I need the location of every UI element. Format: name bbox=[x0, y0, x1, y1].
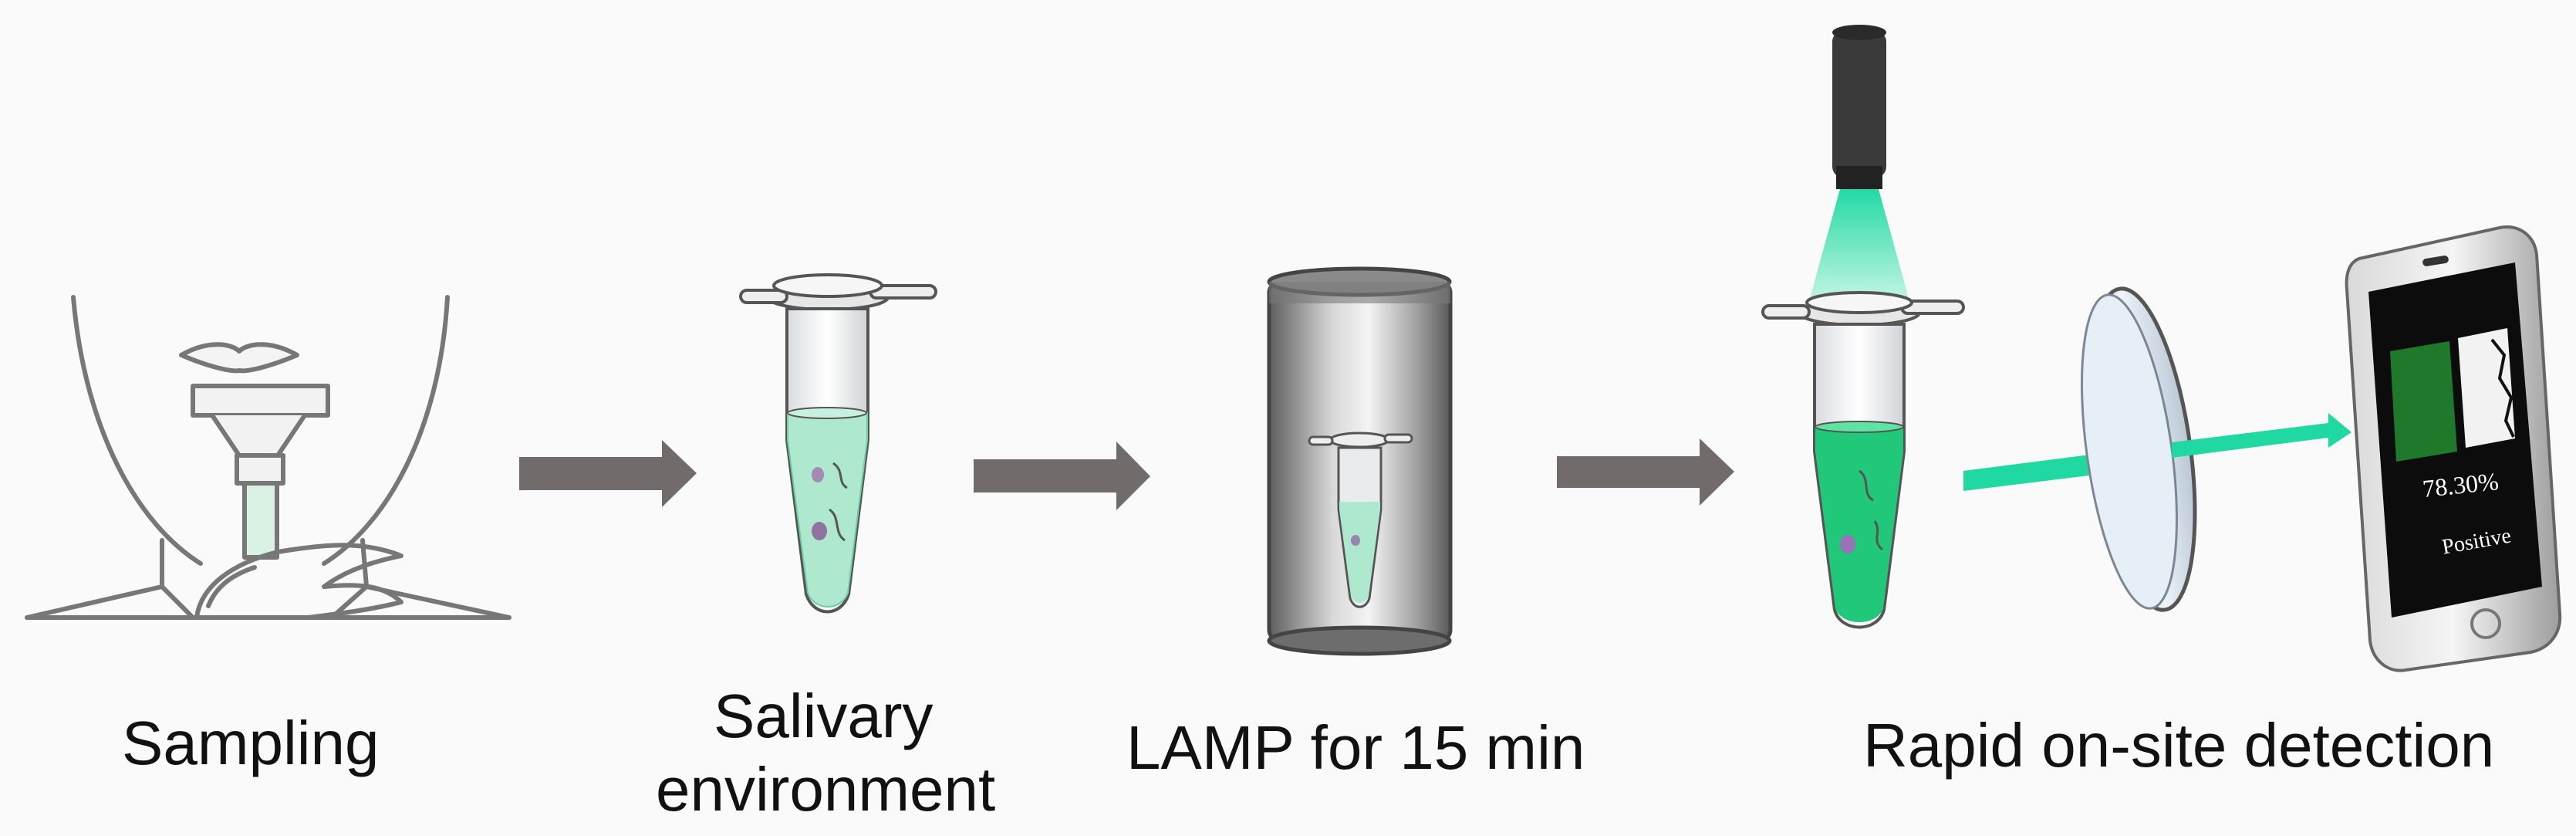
flow-arrow-2 bbox=[974, 442, 1150, 510]
flashlight-icon bbox=[1809, 25, 1909, 301]
label-detection: Rapid on-site detection bbox=[1863, 711, 2495, 780]
tube-icon bbox=[739, 273, 937, 614]
smartphone-icon bbox=[2345, 225, 2562, 672]
label-salivary-line1: Salivary bbox=[714, 682, 934, 750]
flow-arrow-3 bbox=[1557, 438, 1734, 506]
face-sampling-icon bbox=[25, 295, 511, 620]
label-lamp: LAMP for 15 min bbox=[1126, 713, 1585, 782]
bright-tube-icon bbox=[1761, 291, 1965, 629]
filter-lens-icon bbox=[1963, 286, 2351, 612]
flow-arrow-1 bbox=[519, 440, 697, 507]
heater-icon bbox=[1267, 266, 1453, 656]
label-salivary-line2: environment bbox=[656, 755, 996, 824]
label-sampling: Sampling bbox=[122, 709, 380, 777]
